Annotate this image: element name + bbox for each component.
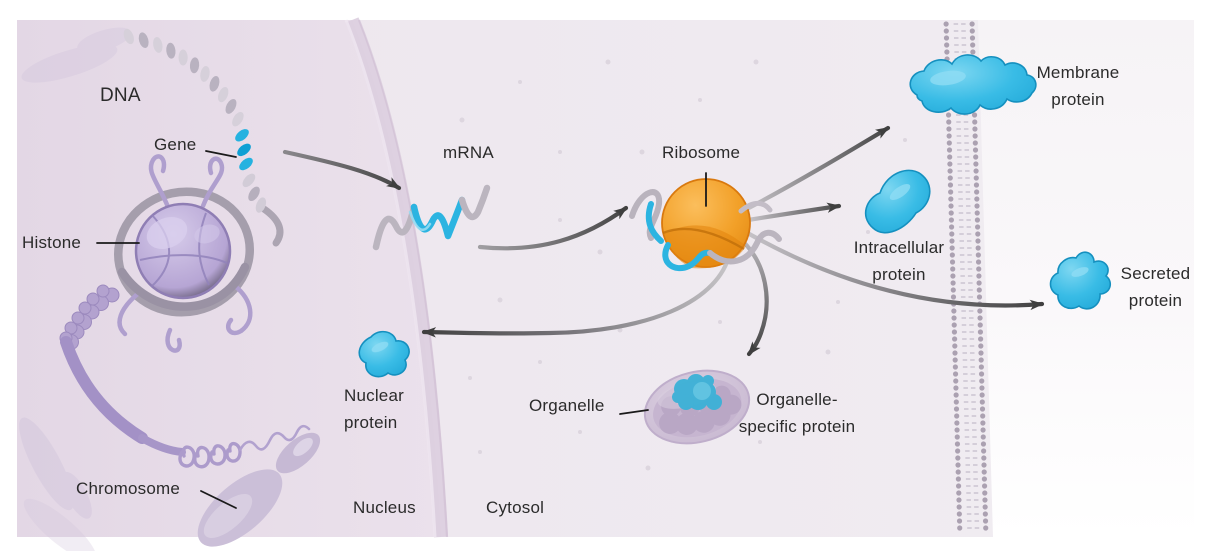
chromosome-leader: [200, 490, 237, 509]
secreted-protein-shape: [1049, 251, 1112, 310]
cytosol-speckles: [459, 59, 907, 471]
label-secreted-protein: Secreted protein: [1120, 264, 1191, 310]
label-intracellular-protein: Intracellular protein: [853, 238, 945, 284]
label-nucleus: Nucleus: [353, 498, 416, 517]
label-mrna: mRNA: [443, 143, 494, 162]
faint-chromosomes: [19, 27, 132, 551]
chromatin-fiber: [59, 284, 311, 469]
label-chromosome: Chromosome: [76, 479, 181, 498]
membrane-protein-shape: [909, 54, 1037, 115]
ribosome-shape: [629, 178, 782, 272]
gene-leader: [205, 150, 237, 158]
mrna-strand: [372, 184, 491, 251]
arrow-to-intracellular-protein: [745, 202, 842, 223]
nucleus-region: [17, 20, 441, 537]
nuclear-protein-shape: [358, 330, 410, 378]
leader-lines: [96, 150, 707, 509]
arrow-to-organelle: [735, 234, 769, 357]
chromosome-shape: [197, 432, 321, 547]
label-organelle-specific-protein: Organelle- specific protein: [738, 390, 856, 436]
arrow-to-secreted-protein: [741, 228, 1045, 311]
arrow-to-nuclear-protein: [421, 244, 734, 338]
label-ribosome: Ribosome: [662, 143, 741, 162]
arrow-gene-to-mrna: [282, 149, 402, 191]
arrows: [282, 125, 1045, 357]
label-dna: DNA: [100, 85, 141, 106]
histone-complex: [117, 154, 253, 353]
protein-highlights: [371, 70, 1089, 353]
organelle-leader: [619, 409, 649, 415]
protein-shapes: [358, 54, 1112, 378]
histone-sphere: [134, 202, 232, 300]
organelle-specific-protein-shape: [672, 374, 722, 410]
label-gene: Gene: [154, 135, 197, 154]
arrow-to-membrane-protein: [742, 125, 891, 213]
dna-to-histone-strand: [113, 187, 284, 317]
label-membrane-protein: Membrane protein: [1036, 63, 1120, 109]
intracellular-protein-shape: [864, 169, 931, 234]
label-nuclear-protein: Nuclear protein: [344, 386, 404, 432]
label-histone: Histone: [22, 233, 82, 252]
label-organelle: Organelle: [529, 396, 605, 415]
arrow-mrna-to-ribosome: [477, 205, 629, 251]
dna-coil: [123, 28, 267, 213]
label-cytosol: Cytosol: [486, 498, 545, 517]
